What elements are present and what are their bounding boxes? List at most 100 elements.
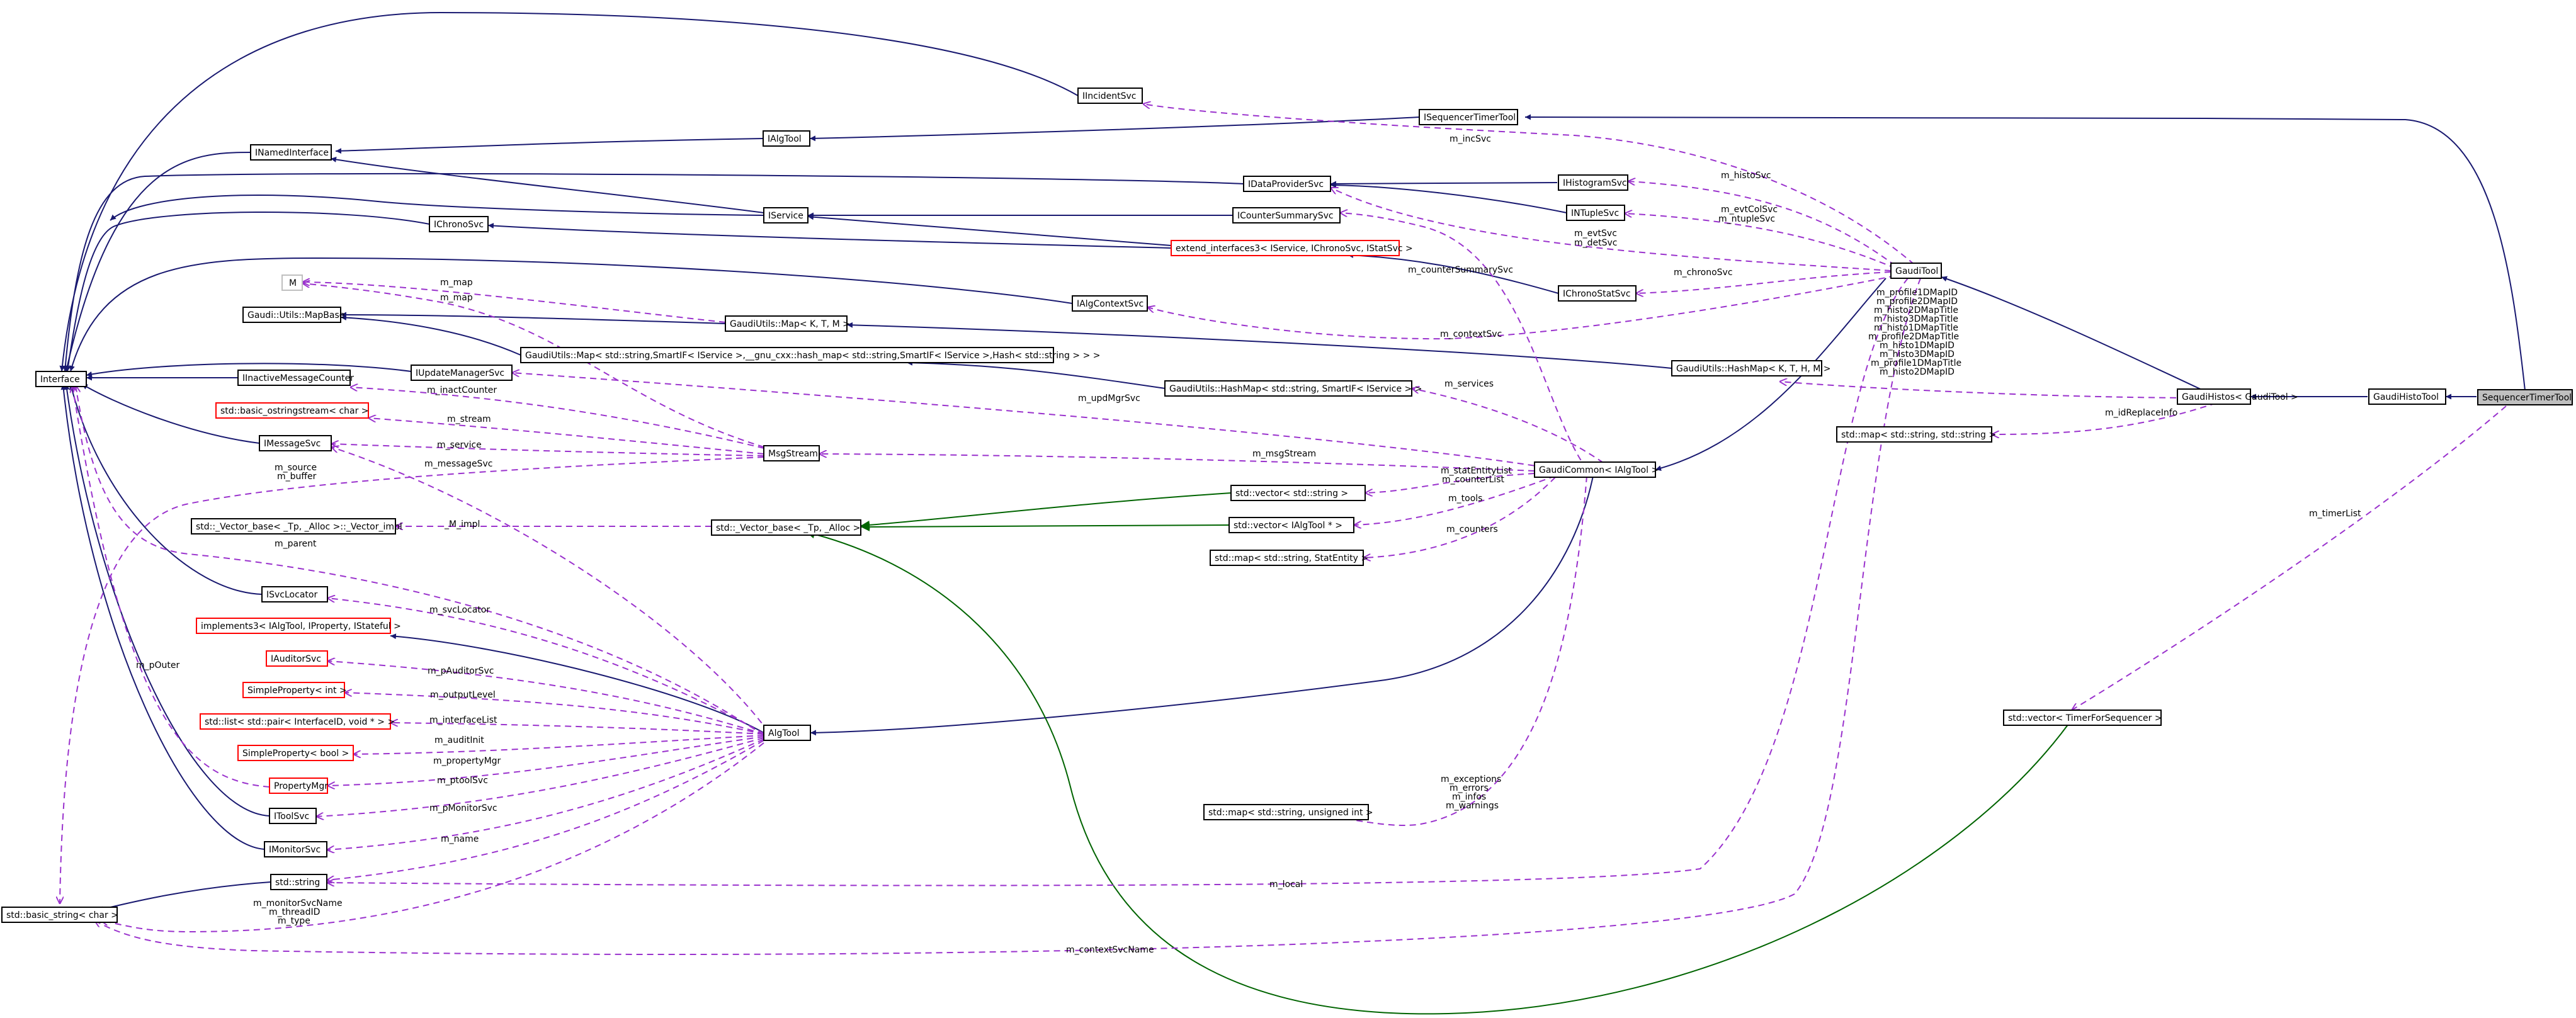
edge-interface-from-ialgcontextsvc (69, 257, 1073, 372)
edge-vectorbase-from-vectorialgtool (860, 522, 1230, 531)
node-ialgcontextsvc[interactable]: IAlgContextSvc (1072, 295, 1148, 312)
node-imessagesvc[interactable]: IMessageSvc (259, 435, 332, 451)
svg-text:IInactiveMessageCounter: IInactiveMessageCounter (242, 373, 354, 383)
node-implements3[interactable]: implements3< IAlgTool, IProperty, IState… (196, 618, 401, 634)
node-gauditool[interactable]: GaudiTool (1890, 263, 1942, 279)
node-std-string[interactable]: std::string (270, 874, 327, 890)
edge-interface-from-iincidentsvc (59, 11, 1079, 372)
svg-text:std::vector< IAlgTool * >: std::vector< IAlgTool * > (1234, 521, 1342, 531)
node-basic-ostringstream[interactable]: std::basic_ostringstream< char > (215, 402, 369, 419)
svg-text:GaudiUtils::Map< K, T, M >: GaudiUtils::Map< K, T, M > (730, 319, 850, 329)
edge-pauditorsvc (327, 661, 764, 735)
edge-countersummarysvc (1340, 213, 1587, 470)
node-gaudiutils-hashmap-kthm[interactable]: GaudiUtils::HashMap< K, T, H, M > (1671, 360, 1831, 376)
node-mapbase[interactable]: Gaudi::Utils::MapBase (242, 307, 344, 323)
label-m-map-1: m_map (440, 278, 473, 288)
node-msgstream[interactable]: MsgStream (763, 445, 820, 461)
edge-inactcounter (350, 387, 775, 451)
edge-algtool-from-implements3 (390, 633, 764, 733)
node-iauditorsvc[interactable]: IAuditorSvc (266, 650, 328, 667)
label-m-idreplaceinfo: m_idReplaceInfo (2105, 408, 2177, 418)
edge-pmonitorsvc (327, 738, 764, 850)
edge-idataprovidersvc-from-intuplesvc (1330, 182, 1567, 213)
node-interface[interactable]: Interface (35, 371, 87, 387)
label-m-name: m_name (441, 834, 479, 844)
svg-text:GaudiCommon< IAlgTool >: GaudiCommon< IAlgTool > (1539, 465, 1659, 475)
label-m-incsvc: m_incSvc (1450, 134, 1491, 144)
node-inamedinterface[interactable]: INamedInterface (250, 144, 332, 161)
label-m-counters: m_counters (1446, 524, 1498, 534)
label-gt-7: m_histo1DMapID (1880, 341, 1955, 351)
edge-evtcolsvc (1625, 213, 1896, 269)
node-itoolsvc[interactable]: IToolSvc (269, 808, 317, 824)
label-m-source: m_source (275, 463, 317, 473)
svg-text:std::vector< TimerForSequencer: std::vector< TimerForSequencer > (2008, 713, 2162, 723)
label-m-countersummarysvc: m_counterSummarySvc (1408, 265, 1513, 275)
node-intuplesvc[interactable]: INTupleSvc (1566, 205, 1625, 221)
label-m-pmonitorsvc: m_pMonitorSvc (429, 803, 497, 813)
label-m-stream: m_stream (447, 414, 491, 424)
node-iincidentsvc[interactable]: IIncidentSvc (1077, 88, 1143, 104)
node-gaudihistotool[interactable]: GaudiHistoTool (2368, 388, 2446, 405)
node-isequencertimertool[interactable]: ISequencerTimerTool (1419, 109, 1518, 125)
node-vector-ialgtool[interactable]: std::vector< IAlgTool * > (1228, 517, 1354, 533)
svg-text:IMessageSvc: IMessageSvc (264, 439, 321, 449)
node-map-string-unsigned[interactable]: std::map< std::string, unsigned int > (1203, 804, 1373, 820)
node-algtool[interactable]: AlgTool (763, 725, 811, 741)
edge-mapbase-from-gaudiutilsmapktm (340, 312, 726, 324)
label-gt-4: m_histo3DMapTitle (1874, 314, 1958, 324)
label-m-evtcolsvc: m_evtColSvc (1721, 205, 1778, 215)
node-simpleproperty-int[interactable]: SimpleProperty< int > (242, 682, 347, 698)
node-gaudiutils-map-ktm[interactable]: GaudiUtils::Map< K, T, M > (725, 315, 850, 332)
label-m-pauditorsvc: m_pAuditorSvc (428, 666, 494, 676)
node-idataprovidersvc[interactable]: IDataProviderSvc (1243, 176, 1331, 192)
node-isvclocator[interactable]: ISvcLocator (261, 586, 328, 602)
node-ialgtool[interactable]: IAlgTool (763, 130, 810, 147)
edge-histosvc (1628, 181, 1896, 266)
node-simpleproperty-bool[interactable]: SimpleProperty< bool > (237, 745, 354, 761)
edge-interfacelist (390, 723, 764, 735)
node-iservice[interactable]: IService (763, 207, 809, 223)
node-propertymgr[interactable]: PropertyMgr (269, 778, 328, 794)
node-iupdatemanagersvc[interactable]: IUpdateManagerSvc (411, 365, 513, 381)
label-m-type: m_type (278, 916, 310, 926)
node-m[interactable]: M (281, 274, 303, 291)
node-map-statentity[interactable]: std::map< std::string, StatEntity > (1210, 550, 1368, 566)
svg-text:std::_Vector_base< _Tp, _Alloc: std::_Vector_base< _Tp, _Alloc >::_Vecto… (196, 522, 402, 532)
node-list-pair[interactable]: std::list< std::pair< InterfaceID, void … (200, 713, 395, 730)
svg-text:ICounterSummarySvc: ICounterSummarySvc (1237, 211, 1334, 221)
edge-statentitylist (1365, 473, 1535, 493)
edge-pouter (72, 385, 270, 788)
node-ihistogramsvc[interactable]: IHistogramSvc (1558, 174, 1628, 191)
svg-text:implements3< IAlgTool, IProper: implements3< IAlgTool, IProperty, IState… (201, 621, 401, 631)
node-basic-string[interactable]: std::basic_string< char > (1, 907, 118, 923)
node-vector-base-impl[interactable]: std::_Vector_base< _Tp, _Alloc >::_Vecto… (191, 518, 402, 534)
label-m-local: m_local (1269, 879, 1303, 890)
node-gaudiutils-map-string[interactable]: GaudiUtils::Map< std::string,SmartIF< IS… (520, 347, 1100, 363)
node-ichronosvc[interactable]: IChronoSvc (429, 216, 489, 232)
node-ichronostatsvc[interactable]: IChronoStatSvc (1558, 285, 1637, 302)
edge-interface-from-iservice (110, 195, 764, 221)
node-map-string-string[interactable]: std::map< std::string, std::string > (1836, 426, 1996, 443)
node-iinactivemessagecounter[interactable]: IInactiveMessageCounter (237, 370, 354, 386)
node-gaudihistos-gauditool[interactable]: GaudiHistos< GaudiTool > (2177, 388, 2298, 405)
node-sequencertimertool[interactable]: SequencerTimerTool (2477, 389, 2573, 405)
svg-text:MsgStream: MsgStream (768, 449, 818, 459)
svg-text:IHistogramSvc: IHistogramSvc (1563, 178, 1627, 188)
svg-text:IIncidentSvc: IIncidentSvc (1082, 91, 1136, 101)
edge-histomaps (1779, 382, 2198, 399)
svg-text:GaudiUtils::Map< std::string,S: GaudiUtils::Map< std::string,SmartIF< IS… (525, 351, 1100, 361)
node-gaudicommon[interactable]: GaudiCommon< IAlgTool > (1534, 461, 1659, 478)
label-gt-1: m_profile1DMapID (1876, 288, 1958, 298)
node-imonitorsvc[interactable]: IMonitorSvc (264, 841, 327, 857)
node-vector-string[interactable]: std::vector< std::string > (1230, 485, 1366, 501)
edge-interface-from-idataprovidersvc (62, 172, 1244, 372)
svg-text:GaudiHistos< GaudiTool >: GaudiHistos< GaudiTool > (2182, 392, 2298, 402)
node-gaudiutils-hashmap-string[interactable]: GaudiUtils::HashMap< std::string, SmartI… (1164, 380, 1422, 397)
node-vector-timerforsequencer[interactable]: std::vector< TimerForSequencer > (2003, 710, 2162, 726)
node-extend-interfaces3[interactable]: extend_interfaces3< IService, IChronoSvc… (1171, 240, 1413, 256)
node-icountersummarysvc[interactable]: ICounterSummarySvc (1232, 207, 1341, 223)
node-vector-base[interactable]: std::_Vector_base< _Tp, _Alloc > (711, 519, 861, 536)
label-m-evtsvc: m_evtSvc (1574, 229, 1617, 239)
